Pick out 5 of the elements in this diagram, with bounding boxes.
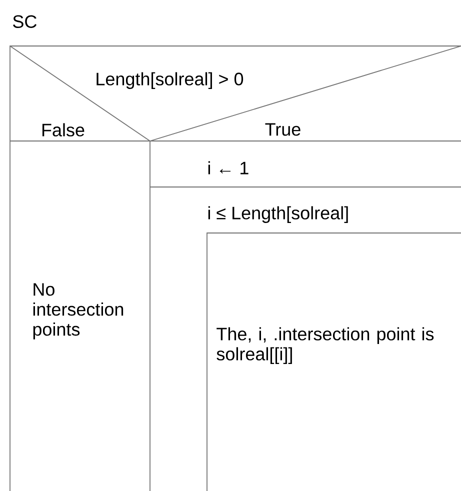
statement-box: The, i, .intersection point is solreal[[i]] bbox=[206, 232, 461, 491]
title: SC bbox=[13, 15, 37, 28]
condition-header: Length[solreal] > 0 False True bbox=[10, 46, 461, 142]
branch-box: No intersection points bbox=[10, 140, 124, 491]
statement-box: i ← 1 bbox=[150, 140, 248, 188]
